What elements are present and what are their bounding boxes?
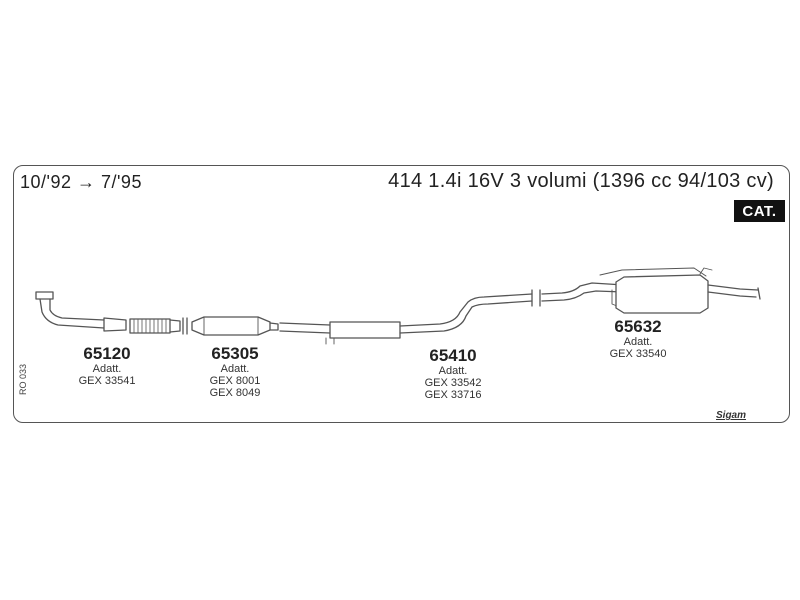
part-number: 65632 [614, 317, 662, 336]
part-detail: Adatt. [220, 363, 250, 375]
part-detail: GEX 33716 [424, 389, 482, 401]
part-detail: GEX 8049 [209, 387, 261, 399]
side-code: RO 033 [18, 363, 28, 395]
part-detail: GEX 8001 [209, 375, 261, 387]
part-number: 65410 [429, 346, 477, 365]
part-number: 65120 [83, 344, 131, 363]
part-detail: Adatt. [438, 365, 468, 377]
part-detail: GEX 33542 [424, 377, 482, 389]
part-65305-label: 65305 Adatt. GEX 8001 GEX 8049 [200, 344, 270, 400]
part-detail: Adatt. [623, 336, 653, 348]
part-detail: GEX 33540 [609, 348, 667, 360]
part-65632-label: 65632 Adatt. GEX 33540 [603, 317, 673, 361]
part-65120-drawing [35, 291, 188, 335]
part-65632-drawing [541, 267, 761, 314]
part-number: 65305 [211, 344, 259, 363]
part-65120-label: 65120 Adatt. GEX 33541 [72, 344, 142, 388]
part-65410-drawing [279, 289, 541, 345]
part-detail: GEX 33541 [78, 375, 136, 387]
brand-logo: Sigam [716, 410, 747, 421]
part-detail: Adatt. [92, 363, 122, 375]
part-65305-drawing [191, 316, 279, 336]
date-range: 10/'92 → 7/'95 [20, 172, 142, 192]
part-65410-label: 65410 Adatt. GEX 33542 GEX 33716 [418, 346, 488, 402]
cat-badge: CAT. [734, 200, 785, 222]
model-title: 414 1.4i 16V 3 volumi (1396 cc 94/103 cv… [388, 170, 774, 192]
